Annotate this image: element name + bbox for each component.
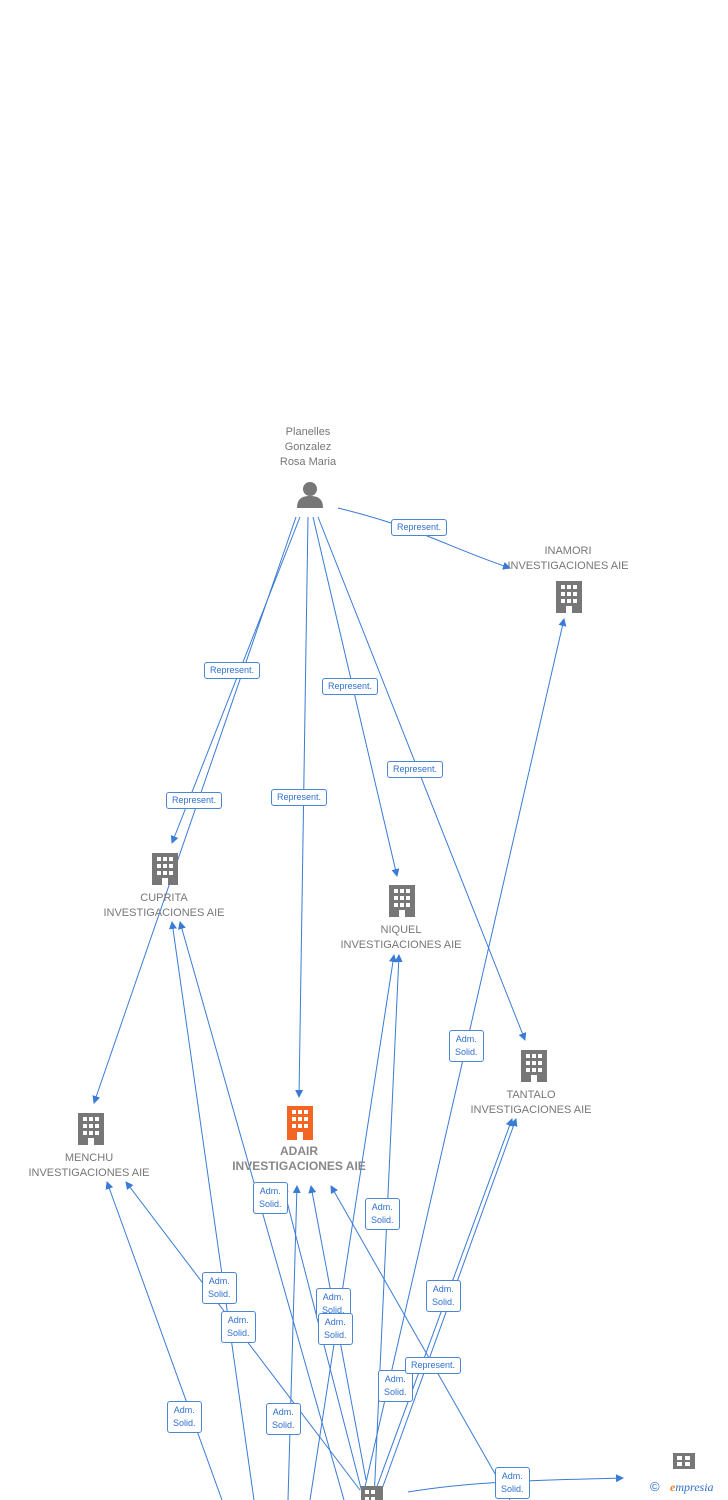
edge-label: Adm.Solid. [202, 1272, 237, 1304]
edge-label: Adm.Solid. [426, 1280, 461, 1312]
company-label-adair[interactable]: ADAIR INVESTIGACIONES AIE [226, 1144, 372, 1174]
building-icon [521, 1050, 547, 1082]
edge-hub-cuprita-1 [169, 921, 255, 1500]
building-icon [78, 1113, 104, 1145]
company-label-cuprita[interactable]: CUPRITA INVESTIGACIONES AIE [99, 891, 229, 921]
building-icon [152, 853, 178, 885]
edge-label: Adm.Solid. [449, 1030, 484, 1062]
company-name-line: INVESTIGACIONES AIE [28, 1167, 150, 1179]
company-label-inamori[interactable]: INAMORI INVESTIGACIONES AIE [503, 544, 633, 574]
person-name-line: Planelles [285, 426, 331, 438]
edge-bottom-adair [330, 1185, 511, 1500]
company-name-line: INVESTIGACIONES AIE [470, 1104, 592, 1116]
edge-label: Adm.Solid. [378, 1370, 413, 1402]
person-label[interactable]: Planelles Gonzalez Rosa Maria [260, 425, 356, 470]
copyright-symbol: © [650, 1479, 660, 1494]
edge-hub-adair-1 [287, 1185, 301, 1500]
person-name-line: Gonzalez [284, 441, 332, 453]
edge-label: Adm.Solid. [266, 1403, 301, 1435]
edge-label: Represent. [204, 662, 261, 679]
edge-person-inamori [337, 507, 511, 570]
edge-label: Represent. [166, 792, 223, 809]
company-name-line: INVESTIGACIONES AIE [103, 907, 225, 919]
edge-person-niquel [312, 516, 400, 877]
edge-label: Adm.Solid. [495, 1467, 530, 1499]
company-name-line: MENCHU [64, 1152, 114, 1164]
company-label-tantalo[interactable]: TANTALO INVESTIGACIONES AIE [466, 1088, 596, 1118]
company-name-line: INVESTIGACIONES AIE [232, 1159, 366, 1173]
building-icon [556, 581, 582, 613]
building-icon [287, 1106, 313, 1140]
company-label-niquel[interactable]: NIQUEL INVESTIGACIONES AIE [336, 923, 466, 953]
edge-label: Represent. [271, 789, 328, 806]
edge-person-adair [295, 516, 309, 1098]
brand-logo[interactable]: empresia [670, 1480, 714, 1495]
company-name-line: TANTALO [506, 1089, 556, 1101]
edge-label: Represent. [322, 678, 379, 695]
edge-label: Adm.Solid. [253, 1182, 288, 1214]
edge-person-cuprita [170, 516, 301, 844]
building-icon [389, 885, 415, 917]
person-icon [297, 482, 323, 508]
edge-label: Adm.Solid. [365, 1198, 400, 1230]
brand-rest: mpresia [675, 1480, 714, 1494]
company-name-line: CUPRITA [140, 892, 188, 904]
edge-label: Represent. [391, 519, 448, 536]
edge-label: Represent. [405, 1357, 462, 1374]
edge-person-menchu [92, 516, 297, 1104]
company-name-line: INAMORI [544, 545, 592, 557]
edge-label: Adm.Solid. [167, 1401, 202, 1433]
person-name-line: Rosa Maria [279, 456, 337, 468]
company-name-line: NIQUEL [380, 924, 422, 936]
edge-label: Adm.Solid. [221, 1311, 256, 1343]
company-name-line: INVESTIGACIONES AIE [340, 939, 462, 951]
edge-hub-menchu-1 [105, 1181, 223, 1500]
edge-hub-niquel-1 [309, 954, 397, 1500]
edge-label: Represent. [387, 761, 444, 778]
company-label-menchu[interactable]: MENCHU INVESTIGACIONES AIE [24, 1151, 154, 1181]
edge-person-tantalo [317, 516, 527, 1041]
building-icon [673, 1453, 695, 1469]
building-icon [361, 1486, 383, 1500]
company-name-line: INVESTIGACIONES AIE [507, 560, 629, 572]
company-name-line: ADAIR [280, 1144, 318, 1158]
brand-initial: e [670, 1480, 676, 1494]
edge-label: Adm.Solid. [318, 1313, 353, 1345]
